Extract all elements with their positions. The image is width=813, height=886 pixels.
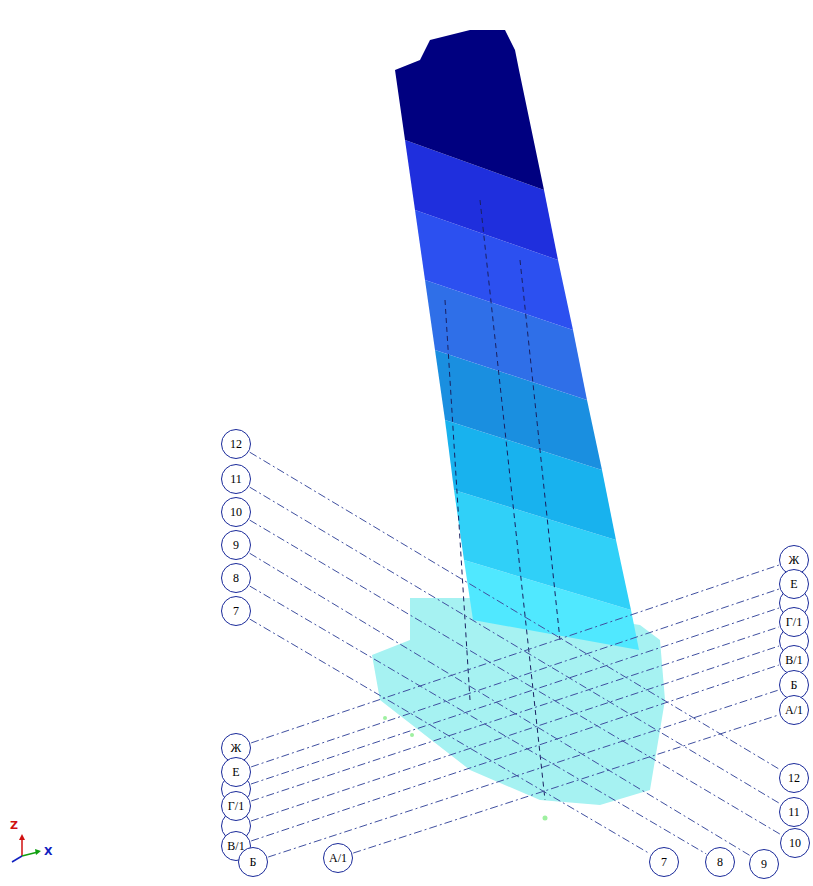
axis-marker: 11 [221, 464, 251, 494]
axis-label: 7 [661, 856, 667, 868]
axis-marker: 12 [221, 429, 251, 459]
axis-marker: 10 [780, 828, 810, 858]
axis-icon [19, 834, 25, 840]
axis-marker: А/1 [323, 843, 353, 873]
grid-line [251, 608, 779, 784]
axis-marker: 11 [779, 797, 809, 827]
grid-line [251, 627, 779, 801]
axis-marker: Г/1 [221, 791, 251, 821]
grid-line [353, 715, 779, 853]
axis-label: 12 [230, 438, 242, 450]
axis-label: 8 [233, 572, 239, 584]
support-dot [543, 816, 548, 821]
axis-label: Е [790, 578, 797, 590]
axis-label: Г/1 [228, 800, 244, 812]
axis-marker: 9 [749, 849, 779, 879]
grid-line [268, 690, 779, 857]
axis-marker: А/1 [779, 695, 809, 725]
axis-label: 10 [789, 837, 801, 849]
axis-marker: Е [779, 569, 809, 599]
axis-marker: Б [238, 847, 268, 877]
axis-marker: 12 [779, 763, 809, 793]
axis-label: Б [250, 856, 257, 868]
axis-label: 12 [788, 772, 800, 784]
axis-label: Е [232, 766, 239, 778]
axis-marker: Г/1 [779, 607, 809, 637]
axis-label: Ж [231, 742, 242, 754]
grid-line [250, 452, 781, 770]
axis-label: Ж [789, 554, 800, 566]
axis-label: В/1 [785, 654, 802, 666]
axis-icon [12, 856, 22, 862]
grid-line [251, 665, 779, 841]
grid-line [250, 553, 751, 855]
axis-label: А/1 [329, 852, 347, 864]
axis-label: 8 [717, 856, 723, 868]
axis-marker: Е [221, 757, 251, 787]
grid-line [250, 619, 650, 854]
column-line [445, 300, 470, 700]
axis-marker: 8 [221, 563, 251, 593]
grid-line [251, 646, 779, 821]
support-dot [410, 733, 414, 737]
axis-label: 7 [233, 605, 239, 617]
axis-label: 10 [230, 506, 242, 518]
column-line [520, 260, 560, 640]
axis-marker: 9 [221, 530, 251, 560]
axis-marker: 10 [221, 497, 251, 527]
axis-marker: 8 [705, 847, 735, 877]
support-dot [383, 716, 387, 720]
axis-marker: 7 [221, 596, 251, 626]
axis-label: Б [791, 679, 798, 691]
axis-letter: X [44, 846, 52, 857]
axis-label: 11 [788, 806, 800, 818]
column-line [480, 200, 545, 800]
axis-label: 9 [233, 539, 239, 551]
axis-label: 9 [761, 858, 767, 870]
axis-icon [21, 838, 23, 856]
axis-label: 11 [230, 473, 242, 485]
grid-line [250, 487, 781, 804]
axis-label: Г/1 [786, 616, 802, 628]
tower-band [395, 30, 544, 190]
grid-line [250, 520, 781, 835]
axis-label: А/1 [785, 704, 803, 716]
axis-letter: Z [10, 820, 18, 831]
axis-icon [35, 849, 41, 855]
axis-marker: 7 [649, 847, 679, 877]
